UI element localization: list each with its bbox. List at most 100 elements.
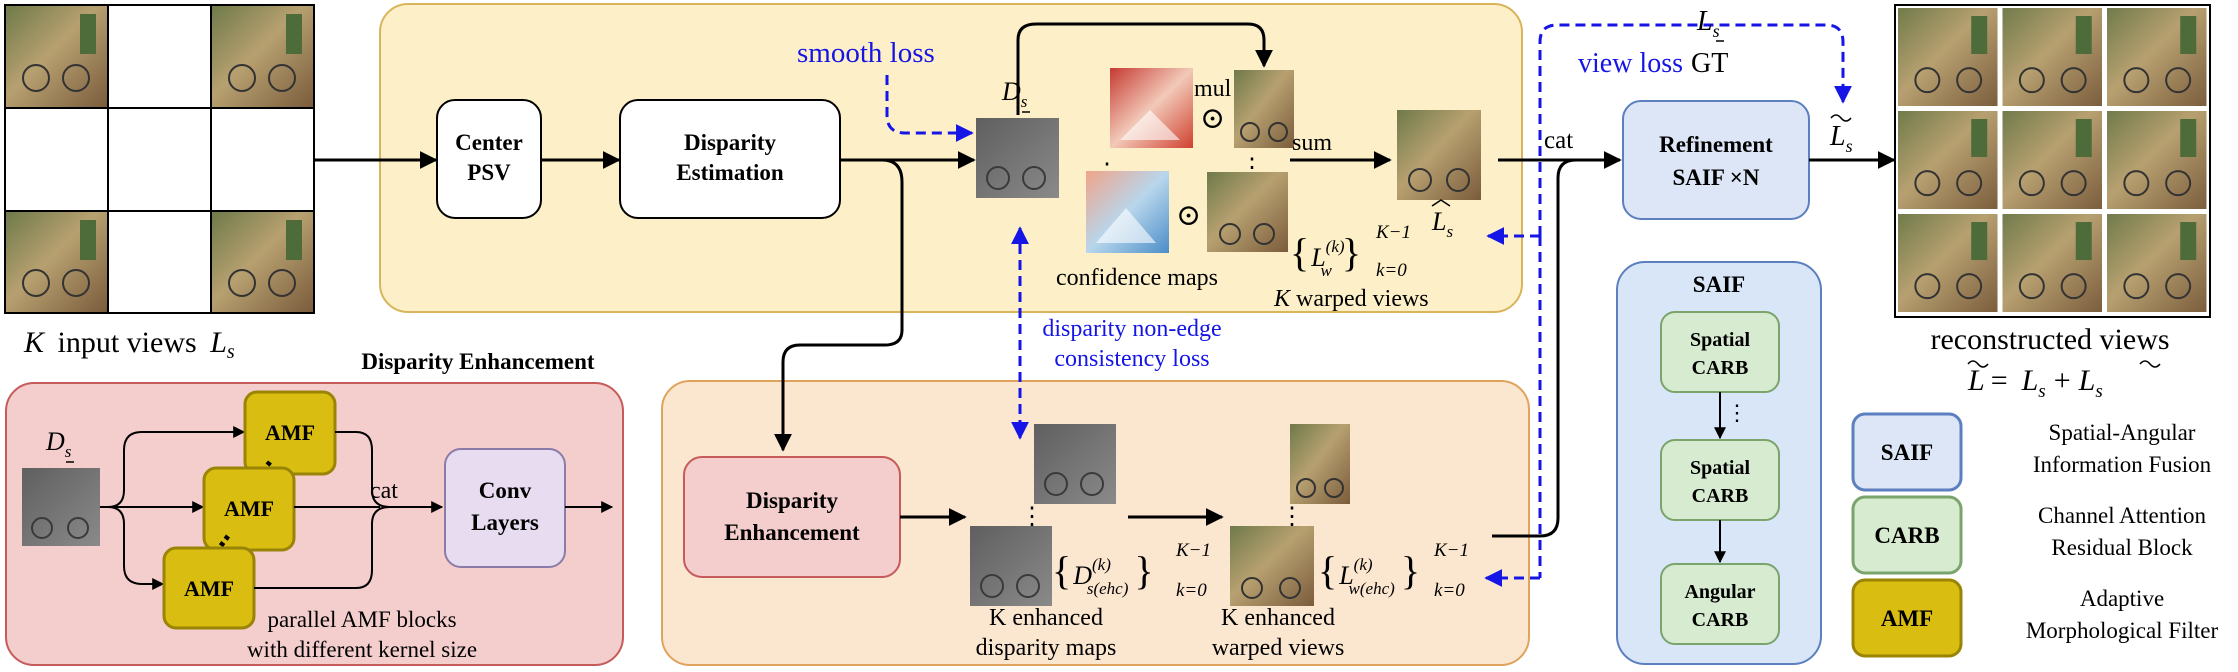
- input-views-caption: K input views Ls: [23, 326, 235, 363]
- enhanced-disparity-dots: ⋮: [1020, 504, 1044, 530]
- disparity-estimation-block: [619, 99, 841, 219]
- disparity-estimation-label: Disparity: [684, 130, 777, 155]
- saif-panel-title: SAIF: [1693, 272, 1745, 297]
- reconstructed-view-image: [2000, 109, 2104, 211]
- legend-description: Spatial-Angular: [2049, 420, 2196, 445]
- enhanced-warped-dots: ⋮: [1280, 504, 1304, 530]
- legend-description: Adaptive: [2080, 586, 2164, 611]
- amf-label: AMF: [224, 496, 274, 521]
- saif-carb-block: [1660, 311, 1780, 393]
- amf-label: AMF: [265, 420, 315, 445]
- refinement-block: [1622, 100, 1810, 220]
- legend-abbr: CARB: [1874, 523, 1939, 548]
- legend-description: Residual Block: [2051, 535, 2193, 560]
- input-view-image: [6, 212, 107, 312]
- enhanced-warped-upper: K−1: [1433, 540, 1469, 561]
- saif-carb-label: CARB: [1692, 609, 1749, 631]
- input-view-image: [212, 6, 313, 107]
- reconstructed-views-caption: reconstructed views: [1930, 323, 2169, 356]
- saif-carb-block: [1660, 563, 1780, 645]
- enhanced-disparity-caption: disparity maps: [976, 635, 1117, 661]
- reconstructed-view-cells: [1896, 6, 2209, 314]
- detail-cat-label: cat: [370, 478, 398, 504]
- enhanced-warped-caption: warped views: [1212, 635, 1345, 661]
- legend-description: Information Fusion: [2033, 452, 2212, 477]
- warped-set-notation: {L(k)w}: [1290, 230, 1361, 280]
- disparity-enhancement-block: [683, 456, 901, 578]
- refinement-label: Refinement: [1659, 132, 1773, 157]
- legend-abbr: AMF: [1881, 606, 1933, 631]
- summed-view-image: [1397, 110, 1481, 200]
- enhanced-warped-image: [1230, 526, 1314, 606]
- enhanced-warped-set: {L(k)w(ehc)}: [1318, 548, 1420, 598]
- enhanced-warped-lower: k=0: [1434, 580, 1465, 601]
- odot-top: ⊙: [1200, 102, 1225, 135]
- mul-label: mul: [1194, 76, 1232, 102]
- enhanced-disparity-set: {D(k)s(ehc)}: [1052, 548, 1154, 598]
- cat-label: cat: [1544, 127, 1573, 154]
- saif-carb-label: CARB: [1692, 357, 1749, 379]
- legend-abbr: SAIF: [1881, 440, 1933, 465]
- saif-dots: ⋮: [1726, 400, 1748, 425]
- legend-swatch: [1851, 578, 1963, 658]
- enhanced-warped-image: [1290, 424, 1350, 504]
- center-psv-block: [436, 99, 542, 219]
- detail-disparity-image: [22, 468, 100, 546]
- amf-note: with different kernel size: [247, 637, 477, 662]
- reconstructed-view-image: [2105, 109, 2209, 211]
- input-views-grid: [4, 4, 315, 314]
- reconstructed-view-image: [2000, 212, 2104, 314]
- input-view-image: [6, 6, 107, 107]
- conv-layers-label: Conv: [479, 478, 532, 503]
- reconstructed-view-image: [1896, 109, 2000, 211]
- smooth-loss-label: smooth loss: [797, 37, 935, 69]
- legend-description: Morphological Filter: [2026, 618, 2219, 643]
- view-loss-symbol: Ls: [1696, 6, 1720, 41]
- reconstructed-view-image: [1896, 212, 2000, 314]
- refinement-saif-label: SAIF ×N: [1672, 165, 1759, 190]
- confidence-map-image: [1086, 171, 1169, 253]
- enhanced-disparity-image: [1034, 424, 1116, 504]
- disparity-map-label: Ds: [1001, 77, 1028, 111]
- confidence-maps-label: confidence maps: [1056, 265, 1218, 291]
- conv-layers-block: [444, 448, 566, 568]
- disparity-estimation-label: Estimation: [676, 160, 784, 185]
- conv-layers-label: Layers: [471, 510, 539, 535]
- enhanced-disparity-upper: K−1: [1175, 540, 1211, 561]
- lhat-label: Ls: [1431, 207, 1453, 241]
- input-view-image: [212, 212, 313, 312]
- warped-set-lower: k=0: [1376, 260, 1407, 281]
- disparity-enhancement-label: Disparity: [746, 488, 839, 513]
- warped-set-upper: K−1: [1375, 222, 1411, 243]
- confidence-map-image: [1110, 68, 1193, 148]
- saif-carb-label: Angular: [1684, 581, 1755, 603]
- enhanced-disparity-lower: k=0: [1176, 580, 1207, 601]
- legend-swatch: [1851, 412, 1963, 492]
- reconstruction-formula: L=Ls+Ls: [1967, 364, 2103, 402]
- disparity-map-image: [976, 118, 1059, 198]
- reconstructed-view-image: [1896, 6, 2000, 108]
- amf-label: AMF: [184, 576, 234, 601]
- reconstructed-view-image: [2105, 6, 2209, 108]
- amf-note: parallel AMF blocks: [267, 607, 456, 632]
- odot-bottom: ⊙: [1176, 199, 1201, 232]
- saif-carb-label: CARB: [1692, 485, 1749, 507]
- enhanced-disparity-caption: K enhanced: [989, 605, 1103, 631]
- disparity-enhancement-label: Enhancement: [724, 520, 860, 545]
- ltilde-label: Ls: [1829, 121, 1853, 156]
- legend-swatch: [1851, 495, 1963, 575]
- saif-carb-label: Spatial: [1690, 329, 1750, 351]
- detail-panel-title: Disparity Enhancement: [361, 349, 595, 374]
- center-psv-label: Center: [455, 130, 523, 155]
- reconstructed-view-image: [2105, 212, 2209, 314]
- enhanced-warped-caption: K enhanced: [1221, 605, 1335, 631]
- detail-d-label: Ds: [45, 427, 72, 461]
- consistency-loss-label: consistency loss: [1054, 346, 1209, 372]
- saif-carb-block: [1660, 439, 1780, 521]
